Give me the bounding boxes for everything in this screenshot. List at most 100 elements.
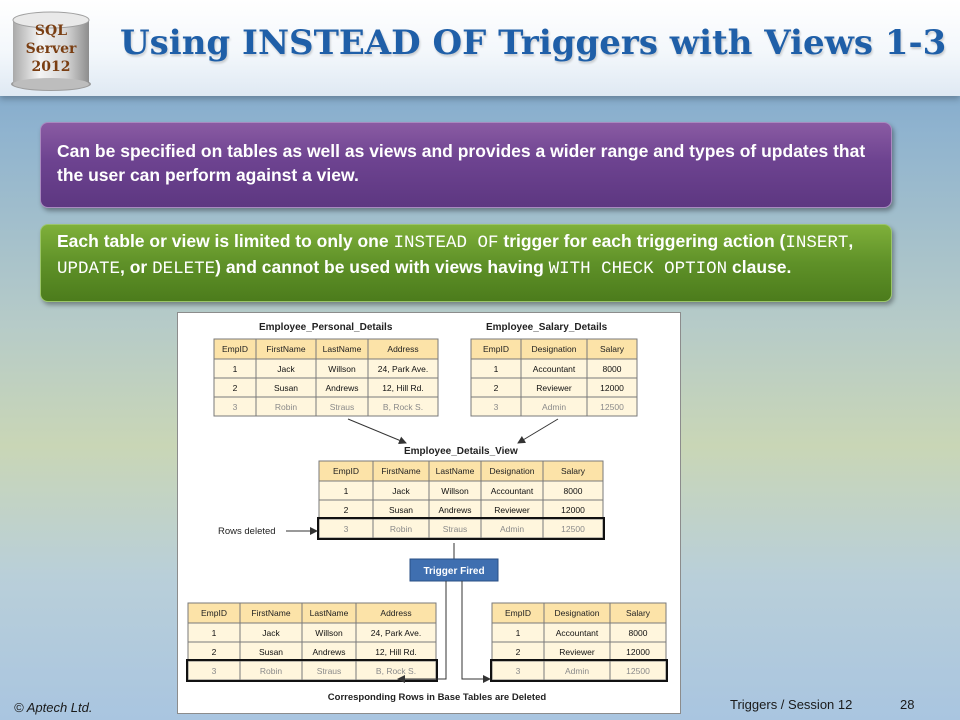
logo-text: SQL Server 2012: [8, 22, 94, 76]
table-cell-value: Susan: [389, 505, 413, 515]
deleted-row-highlight: [490, 659, 668, 682]
table-cell-value: 12, Hill Rd.: [375, 647, 417, 657]
table-cell-value: 8000: [629, 628, 648, 638]
table-header-label: Salary: [600, 344, 625, 354]
connector-trigger-to-personal: [397, 581, 447, 683]
table-cell-value: Jack: [392, 486, 410, 496]
table-cell-value: Reviewer: [494, 505, 530, 515]
table-cell-value: 1: [516, 628, 521, 638]
table-cell-value: 1: [344, 486, 349, 496]
table-cell: [586, 396, 638, 417]
bullet-text-1: Can be specified on tables as well as vi…: [57, 141, 866, 185]
table-cell-value: 12000: [561, 505, 585, 515]
code-delete: DELETE: [152, 259, 216, 279]
table-cell-value: Susan: [274, 383, 298, 393]
table-header-label: Designation: [532, 344, 577, 354]
table-cell-value: Willson: [328, 364, 356, 374]
table-cell-value: 3: [233, 402, 238, 412]
table-cell-value: Reviewer: [536, 383, 572, 393]
table-cell-value: 3: [494, 402, 499, 412]
bullet2-text-f: clause.: [727, 257, 792, 277]
trigger-fired-box: [409, 558, 499, 582]
code-instead-of: INSTEAD OF: [393, 233, 499, 253]
table-cell-value: 8000: [564, 486, 583, 496]
logo-line-year: 2012: [31, 59, 71, 75]
footer-session: Triggers / Session 12: [730, 697, 853, 712]
table-cell-value: Robin: [275, 402, 297, 412]
table-cell-value: Admin: [500, 524, 524, 534]
table-cell: [367, 396, 439, 417]
table-cell-value: 8000: [603, 364, 622, 374]
table-cell-value: 2: [494, 383, 499, 393]
code-with-check-option: WITH CHECK OPTION: [548, 259, 728, 279]
footer-copyright: © Aptech Ltd.: [14, 700, 93, 715]
table-cell-value: 12000: [600, 383, 624, 393]
table-header-label: Address: [380, 608, 411, 618]
slide-title: Using INSTEAD OF Triggers with Views 1-3: [120, 23, 947, 63]
bullet2-text-d: , or: [120, 257, 153, 277]
table-cell-value: 3: [212, 666, 217, 676]
trigger-diagram: Employee_Personal_Details Employee_Salar…: [177, 312, 681, 714]
table-cell-value: 3: [344, 524, 349, 534]
table-cell-value: 3: [516, 666, 521, 676]
table-header-label: FirstName: [381, 466, 420, 476]
table-header-label: Address: [387, 344, 418, 354]
table-cell-value: 2: [344, 505, 349, 515]
table-cell-value: 12500: [561, 524, 585, 534]
trigger-diagram-svg: Employee_Personal_Details Employee_Salar…: [186, 322, 668, 703]
deleted-row-highlight: [186, 659, 438, 682]
table-cell-value: Admin: [565, 666, 589, 676]
table-cell-value: 2: [516, 647, 521, 657]
table-header-label: Designation: [555, 608, 600, 618]
table-cell-value: Andrews: [438, 505, 471, 515]
table-header-label: LastName: [310, 608, 349, 618]
table-cell-value: 1: [233, 364, 238, 374]
sql-server-logo-icon: [11, 11, 91, 91]
table-header-label: EmpID: [483, 344, 509, 354]
table-cell-value: Straus: [330, 402, 355, 412]
table-header-label: FirstName: [266, 344, 305, 354]
slide-header: SQL Server 2012 Using INSTEAD OF Trigger…: [0, 0, 960, 96]
bullet2-text-a: Each table or view is limited to only on…: [57, 231, 394, 251]
view-table-title: Employee_Details_View: [404, 446, 518, 457]
logo-line-server: Server: [25, 41, 77, 57]
table-header-label: FirstName: [251, 608, 290, 618]
table-cell-value: Susan: [259, 647, 283, 657]
table-cell-value: Willson: [441, 486, 469, 496]
table-cell-value: Accountant: [533, 364, 576, 374]
table-header-label: EmpID: [333, 466, 359, 476]
salary-table-top: EmpID Designation Salary 1 Accountant 8000 2 Re…: [470, 338, 638, 417]
table-cell-value: 2: [233, 383, 238, 393]
table-header-label: LastName: [323, 344, 362, 354]
table-cell-value: B, Rock S.: [383, 402, 423, 412]
connector-personal-to-view: [347, 418, 407, 445]
bullet-panel-1: Can be specified on tables as well as vi…: [40, 122, 892, 208]
table-cell-value: 12000: [626, 647, 650, 657]
table-cell-value: Straus: [317, 666, 342, 676]
table-cell-value: Jack: [277, 364, 295, 374]
table-cell-value: Admin: [542, 402, 566, 412]
table-header-label: Designation: [490, 466, 535, 476]
bullet2-text-c: ,: [848, 231, 854, 251]
table-cell-value: 2: [212, 647, 217, 657]
table-cell-value: Andrews: [312, 647, 345, 657]
bullet-panel-2: Each table or view is limited to only on…: [40, 224, 892, 302]
personal-table-title: Employee_Personal_Details: [259, 322, 393, 333]
table-cell-value: Willson: [315, 628, 343, 638]
table-cell-value: 1: [212, 628, 217, 638]
table-cell-value: 1: [494, 364, 499, 374]
footer-page-number: 28: [900, 697, 915, 712]
table-cell-value: Robin: [390, 524, 412, 534]
connector-trigger-to-salary: [461, 581, 491, 683]
trigger-fired-label: Trigger Fired: [423, 566, 484, 577]
table-cell-value: Andrews: [325, 383, 358, 393]
bullet2-text-e: ) and cannot be used with views having: [215, 257, 549, 277]
table-header-label: LastName: [436, 466, 475, 476]
bullet2-text-b: trigger for each triggering action (: [498, 231, 786, 251]
code-update: UPDATE: [57, 259, 121, 279]
deleted-row-highlight: [317, 517, 605, 540]
table-cell-value: Robin: [260, 666, 282, 676]
